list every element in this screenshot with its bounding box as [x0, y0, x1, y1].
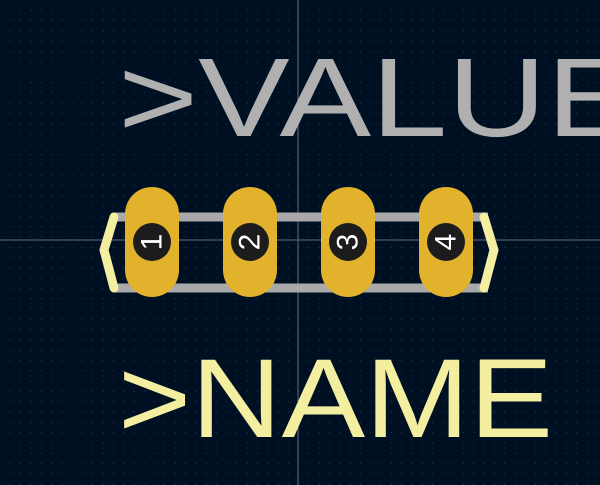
value-label[interactable]: >VALUE [118, 35, 600, 160]
pad-3-drill [329, 223, 367, 261]
pad-1-number: 1 [136, 234, 169, 251]
end-marker-left [99, 212, 119, 293]
name-label[interactable]: >NAME [118, 336, 553, 461]
pad-2-number: 2 [234, 234, 267, 251]
footprint-end-markers [99, 212, 499, 293]
pad-4-drill [427, 223, 465, 261]
pad-4[interactable]: 4 [419, 187, 473, 297]
end-marker-right [479, 212, 499, 293]
pad-4-number: 4 [430, 234, 463, 251]
pad-2-drill [231, 223, 269, 261]
pad-1-drill [133, 223, 171, 261]
pad-3[interactable]: 3 [321, 187, 375, 297]
pad-2[interactable]: 2 [223, 187, 277, 297]
pad-3-number: 3 [332, 234, 365, 251]
pad-1[interactable]: 1 [125, 187, 179, 297]
